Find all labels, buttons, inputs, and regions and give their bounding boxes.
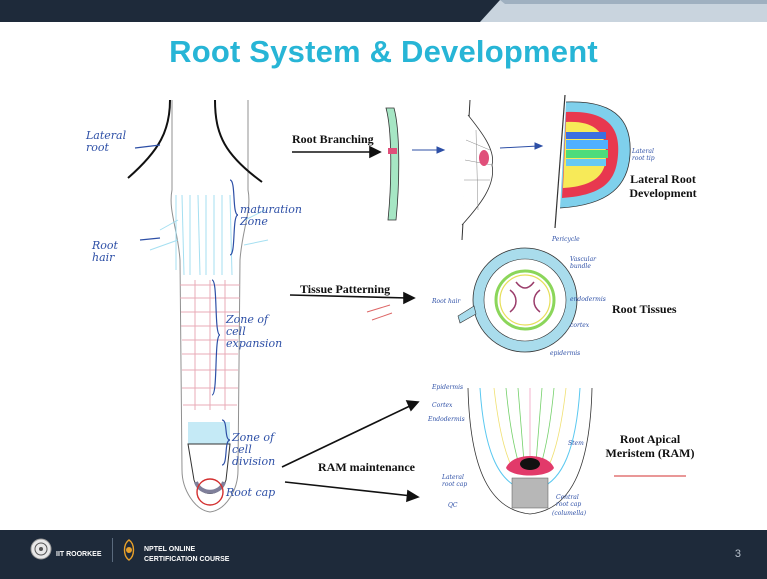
label-ram-columella: (columella): [552, 510, 586, 517]
label-ram-stem: Stem: [568, 440, 584, 447]
footer-course-line2: CERTIFICATION COURSE: [144, 556, 229, 564]
label-epidermis: epidermis: [550, 350, 580, 357]
label-root-apical-meristem: Root Apical Meristem (RAM): [604, 432, 696, 460]
label-root-branching: Root Branching: [292, 132, 374, 146]
label-root-hair-small: Root hair: [432, 298, 460, 305]
label-cell-expansion: Zone of cell expansion: [226, 314, 290, 350]
label-pericycle: Pericycle: [552, 236, 580, 243]
label-lateral-root: Lateral root: [86, 130, 136, 154]
label-ram-cortex: Cortex: [432, 402, 452, 409]
label-root-tissues: Root Tissues: [612, 302, 677, 316]
label-tissue-patterning: Tissue Patterning: [300, 282, 390, 296]
page-number: 3: [735, 548, 741, 560]
label-ram-central-cap: Central root cap: [556, 494, 590, 508]
label-lateral-root-development: Lateral Root Development: [618, 172, 708, 200]
label-cell-division: Zone of cell division: [232, 432, 296, 468]
footer-divider: [112, 538, 113, 562]
label-ram-maintenance: RAM maintenance: [318, 460, 415, 474]
iit-roorkee-logo-icon: [30, 538, 52, 560]
root-cross-section: [458, 248, 577, 352]
label-cortex: cortex: [570, 322, 589, 329]
label-ram-qc: QC: [448, 502, 458, 509]
lateral-root-stages: [386, 95, 630, 240]
label-endodermis: endodermis: [570, 296, 606, 303]
footer-bar: [0, 530, 767, 579]
nptel-logo-icon: [120, 538, 138, 562]
footer-course-line1: NPTEL ONLINE: [144, 546, 195, 554]
label-ram-epidermis: Epidermis: [432, 384, 463, 391]
label-ram-endodermis: Endodermis: [428, 416, 465, 423]
label-vascular-bundle: Vascular bundle: [570, 256, 602, 270]
label-maturation-zone: maturation Zone: [240, 204, 298, 228]
label-root-hair: Root hair: [92, 240, 140, 264]
footer-institute: IIT ROORKEE: [56, 551, 102, 559]
label-ram-lateral-cap: Lateral root cap: [442, 474, 472, 488]
label-lateral-root-tip: Lateral root tip: [632, 148, 658, 162]
label-root-cap: Root cap: [226, 487, 286, 499]
